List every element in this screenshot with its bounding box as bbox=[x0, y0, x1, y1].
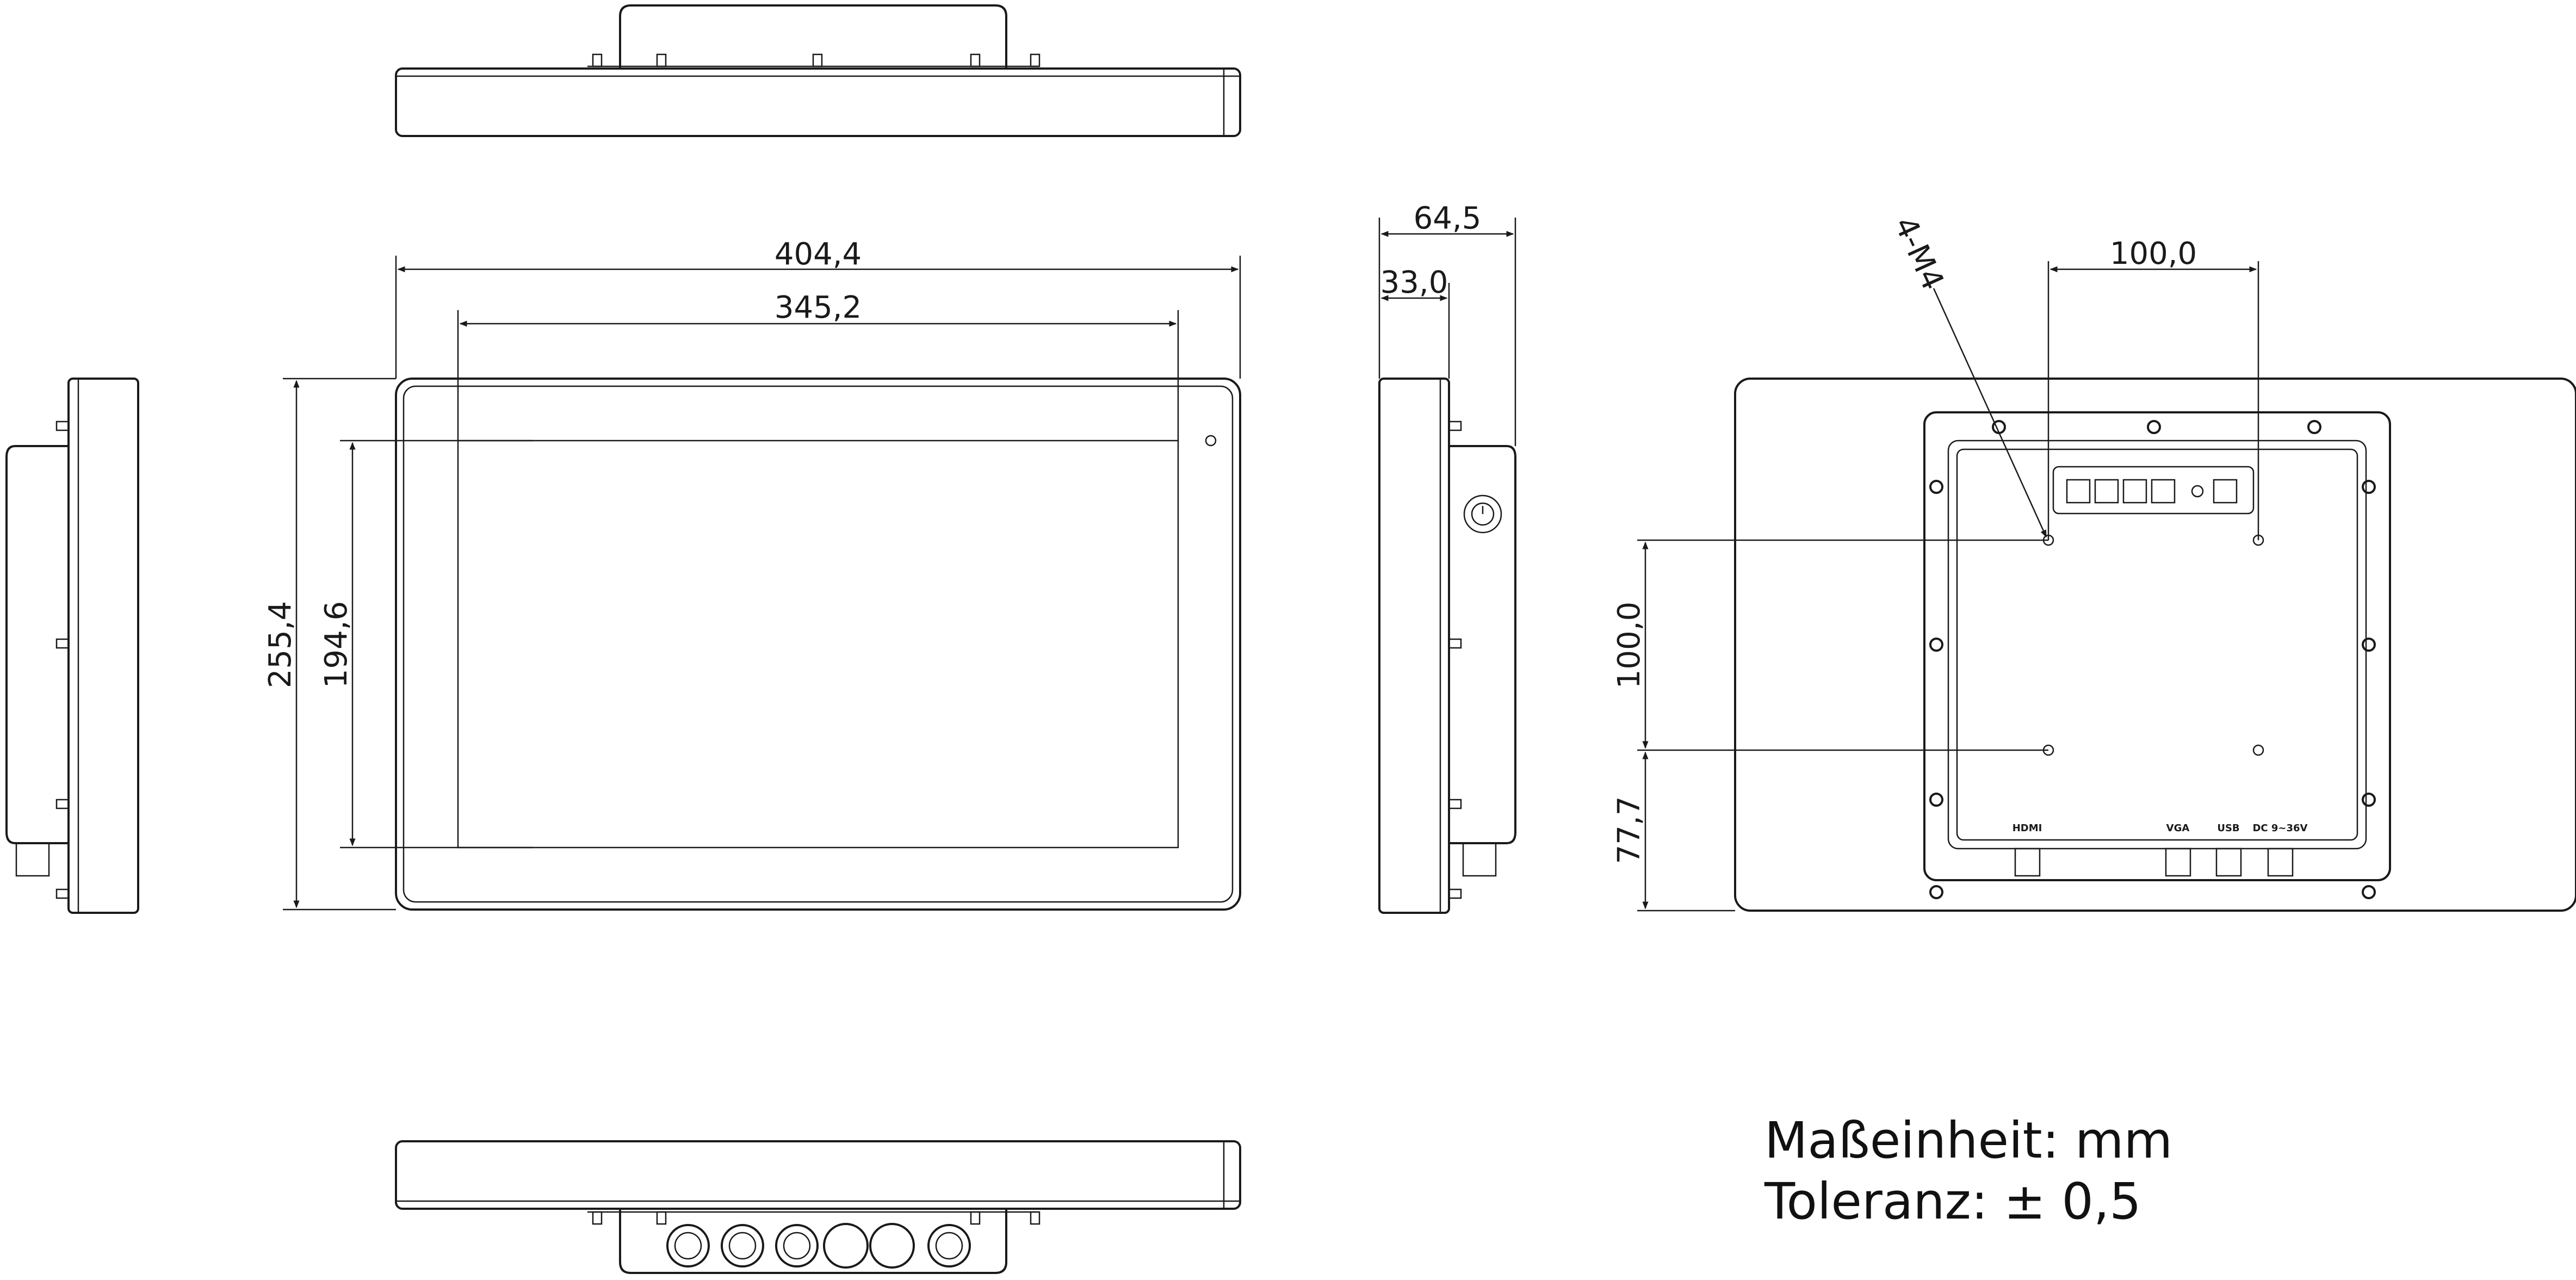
dim-display-height: 194,6 bbox=[319, 440, 533, 849]
port-label-vga: VGA bbox=[2166, 823, 2190, 834]
screw-callout-leader: 4-M4 bbox=[1887, 212, 2047, 538]
dim-label-depth-total: 64,5 bbox=[1414, 201, 1482, 236]
dim-label-overall-height: 255,4 bbox=[263, 601, 298, 688]
port-label-usb: USB bbox=[2217, 823, 2239, 834]
dim-depth-front: 33,0 bbox=[1380, 265, 1450, 379]
osd-button-panel bbox=[2052, 466, 2255, 515]
blank-plug-icon bbox=[823, 1223, 869, 1269]
dim-label-depth-front: 33,0 bbox=[1380, 265, 1448, 300]
dc-connector-icon bbox=[2267, 848, 2294, 877]
power-button-icon bbox=[2213, 479, 2238, 504]
osd-button-icon bbox=[2122, 479, 2147, 504]
power-button-icon bbox=[1463, 494, 1502, 534]
dim-label-overall-width: 404,4 bbox=[775, 237, 862, 272]
vga-connector-icon bbox=[2165, 848, 2191, 877]
led-indicator-icon bbox=[2191, 485, 2204, 498]
front-view bbox=[395, 378, 1241, 911]
dim-display-width: 345,2 bbox=[457, 290, 1179, 441]
dim-mount-offset: 77,7 bbox=[1612, 751, 1735, 912]
dim-label-mount-offset: 77,7 bbox=[1612, 796, 1647, 864]
right-view-bolts bbox=[1448, 421, 1497, 899]
dim-overall-height: 255,4 bbox=[263, 378, 396, 911]
blank-plug-icon bbox=[869, 1223, 915, 1269]
dim-overall-width: 404,4 bbox=[395, 237, 1241, 379]
top-view-bolts bbox=[592, 53, 1041, 67]
back-view: HDMI VGA USB DC 9~36V bbox=[1734, 378, 2576, 912]
dim-vesa-horizontal: 100,0 bbox=[2047, 236, 2259, 540]
unit-note: Maßeinheit: mm bbox=[1764, 1111, 2172, 1170]
m12-connector-icon bbox=[666, 1224, 710, 1267]
bottom-view-bolts bbox=[592, 1211, 1041, 1225]
m12-connector-icon bbox=[721, 1224, 764, 1267]
osd-button-icon bbox=[2094, 479, 2119, 504]
bottom-connectors bbox=[666, 1223, 971, 1269]
m12-connector-icon bbox=[775, 1224, 819, 1267]
dim-depth-total: 64,5 bbox=[1378, 201, 1516, 446]
bottom-view bbox=[395, 1140, 1241, 1274]
m12-connector-icon bbox=[927, 1224, 971, 1267]
dim-label-display-height: 194,6 bbox=[319, 601, 354, 688]
port-label-dc: DC 9~36V bbox=[2252, 823, 2307, 834]
left-view-bolts bbox=[15, 421, 70, 899]
dim-label-vesa-vertical: 100,0 bbox=[1612, 602, 1647, 689]
osd-button-icon bbox=[2151, 479, 2176, 504]
vesa-holes bbox=[2042, 534, 2264, 756]
right-side-view bbox=[1378, 378, 1516, 914]
hdmi-connector-icon bbox=[2014, 848, 2041, 877]
screw-callout-label: 4-M4 bbox=[1887, 212, 1950, 295]
port-label-hdmi: HDMI bbox=[2013, 823, 2042, 834]
dim-vesa-vertical: 100,0 bbox=[1612, 539, 2048, 751]
left-side-view bbox=[5, 378, 139, 914]
connectors: HDMI VGA USB DC 9~36V bbox=[2013, 823, 2308, 877]
osd-button-icon bbox=[2066, 479, 2091, 504]
tolerance-note: Toleranz: ± 0,5 bbox=[1764, 1172, 2141, 1230]
dim-label-vesa-horizontal: 100,0 bbox=[2110, 236, 2197, 271]
usb-connector-icon bbox=[2215, 848, 2242, 877]
top-view bbox=[395, 4, 1241, 137]
dim-label-display-width: 345,2 bbox=[775, 290, 862, 325]
back-view-frame-screws bbox=[1929, 420, 2376, 899]
